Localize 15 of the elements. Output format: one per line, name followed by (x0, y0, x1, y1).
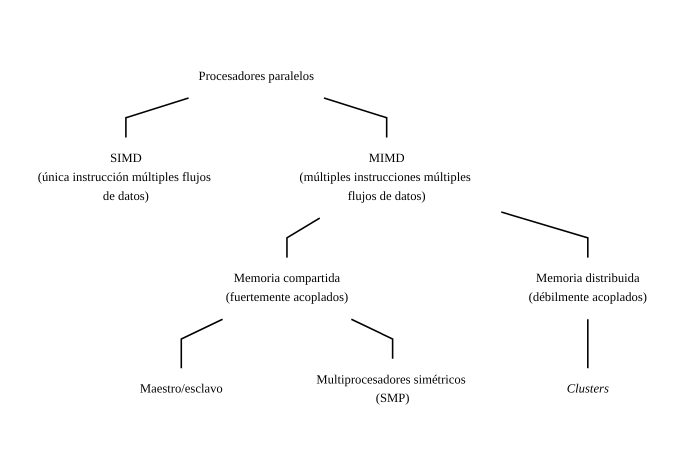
node-text: MIMD (múltiples instrucciones múltiples flujos de datos) (299, 152, 471, 204)
hierarchy-diagram: Procesadores paralelos SIMD (única instrucción múltiples flujos de datos) MIMD (múltiples instrucciones múltiples flujos de datos) Memoria compartida (fuertemente acoplados) Memoria distribuida (débilmente acoplados) Maestro/esclavo Multiprocesadores simétricos (SMP) Clusters (5, 49, 677, 427)
node-text: Multiprocesadores simétricos (SMP) (316, 373, 466, 406)
node-text: Clusters (566, 382, 609, 396)
connector (501, 211, 589, 258)
node-text: Procesadores paralelos (198, 70, 314, 84)
node-text: SIMD (única instrucción múltiples flujos de datos) (38, 152, 211, 204)
connector (286, 218, 320, 258)
node-text: Maestro/esclavo (140, 382, 223, 396)
node-text: Memoria compartida (fuertemente acoplados) (226, 272, 348, 304)
connector (125, 97, 189, 138)
connector (587, 319, 589, 368)
node-text: Memoria distribuida (débilmente acoplados) (528, 272, 647, 304)
connector (351, 318, 394, 359)
connector (324, 97, 388, 138)
